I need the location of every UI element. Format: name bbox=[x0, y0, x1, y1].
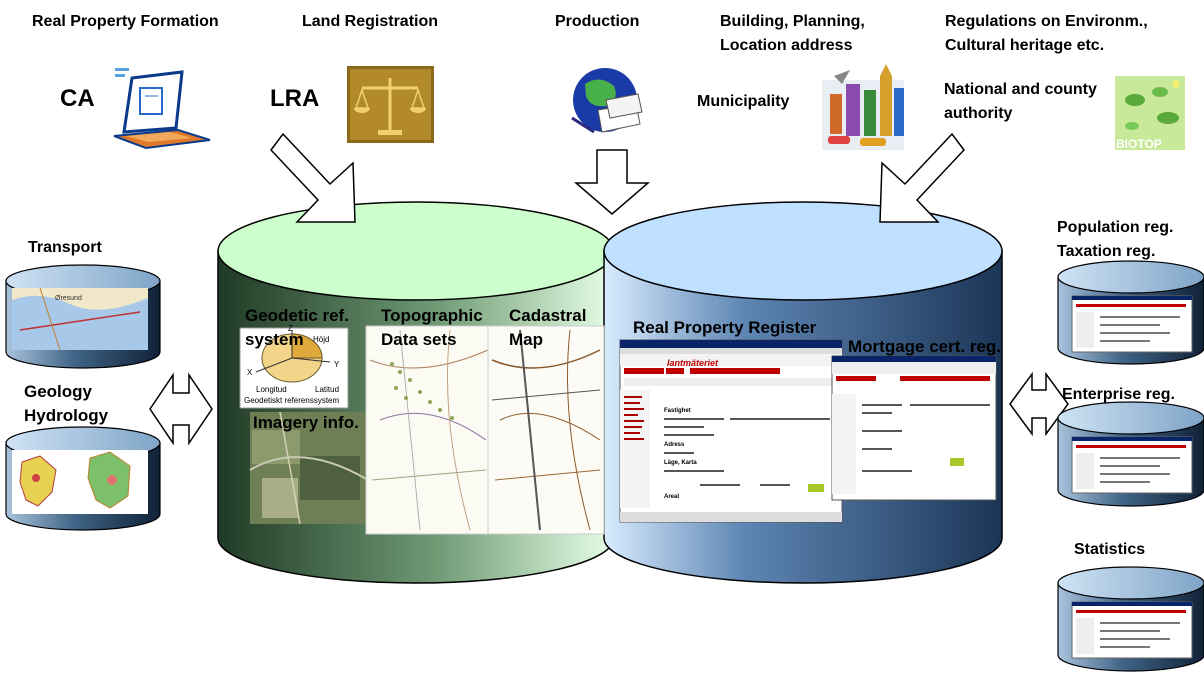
biotop-label: BIOTOP bbox=[1116, 137, 1162, 151]
geology-db bbox=[5, 426, 161, 531]
taxation-reg-label: Taxation reg. bbox=[1057, 243, 1156, 260]
geodetic-x-label: X bbox=[247, 368, 253, 377]
authority-label: authority bbox=[944, 105, 1013, 122]
real-property-register-screen bbox=[619, 339, 843, 523]
imagery-info-label: Imagery info. bbox=[253, 413, 359, 432]
regulations-label: Regulations on Environm., bbox=[945, 13, 1148, 30]
geology-label: Geology bbox=[24, 382, 93, 401]
geodetic-hojd-label: Höjd bbox=[313, 335, 329, 344]
topographic-map bbox=[365, 325, 491, 535]
statistics-label: Statistics bbox=[1074, 541, 1146, 558]
real-property-formation-label: Real Property Formation bbox=[32, 13, 219, 30]
arrow-from-lra bbox=[270, 132, 356, 223]
geodetic-longitud-label: Longitud bbox=[256, 385, 287, 394]
data-sets-label: Data sets bbox=[381, 330, 457, 349]
geodetic-panel bbox=[239, 327, 349, 409]
cultural-heritage-label: Cultural heritage etc. bbox=[945, 37, 1105, 54]
arrow-from-production bbox=[573, 149, 651, 215]
cadastral-label: Cadastral bbox=[509, 306, 587, 325]
cadastral-map bbox=[487, 325, 605, 535]
scales-icon bbox=[347, 66, 434, 143]
lantmateriet-logo-text: lantmäteriet bbox=[667, 358, 719, 368]
rpr-lage-karta-heading: Läge, Karta bbox=[664, 460, 697, 466]
biotop-icon bbox=[1115, 76, 1185, 150]
population-reg-label: Population reg. bbox=[1057, 219, 1174, 236]
arrow-from-national-authority bbox=[879, 132, 965, 223]
geodetic-caption: Geodetiskt referenssystem bbox=[244, 396, 339, 405]
land-registration-label: Land Registration bbox=[302, 13, 439, 30]
map-label: Map bbox=[509, 330, 543, 349]
mortgage-register-screen bbox=[831, 355, 997, 501]
lra-label: LRA bbox=[270, 85, 320, 112]
production-label: Production bbox=[555, 13, 640, 30]
enterprise-db bbox=[1057, 401, 1204, 507]
building-planning-label: Building, Planning, bbox=[720, 13, 865, 30]
enterprise-reg-label: Enterprise reg. bbox=[1062, 386, 1175, 403]
real-property-register-label: Real Property Register bbox=[633, 318, 817, 337]
geodetic-latitud-label: Latitud bbox=[315, 385, 339, 394]
geodetic-ref-label: Geodetic ref. bbox=[245, 306, 349, 325]
geodetic-z-label: Z bbox=[288, 324, 293, 333]
ca-label: CA bbox=[60, 85, 95, 112]
rpr-areal-heading: Areal bbox=[664, 494, 679, 500]
national-county-label: National and county bbox=[944, 81, 1097, 98]
population-db bbox=[1057, 260, 1204, 365]
geodetic-system-label: system bbox=[245, 330, 304, 349]
globe-icon bbox=[571, 68, 643, 134]
rpr-adress-heading: Adress bbox=[664, 442, 685, 448]
transport-db bbox=[5, 264, 161, 369]
imagery-photo bbox=[249, 411, 369, 525]
transport-map-label: Øresund bbox=[55, 295, 82, 302]
hydrology-label: Hydrology bbox=[24, 406, 109, 425]
mortgage-cert-reg-label: Mortgage cert. reg. bbox=[848, 337, 1002, 356]
topographic-label: Topographic bbox=[381, 306, 483, 325]
municipality-label: Municipality bbox=[697, 93, 790, 110]
transport-label: Transport bbox=[28, 239, 102, 256]
arrow-left-exchange bbox=[149, 372, 213, 446]
geodetic-y-label: Y bbox=[334, 360, 340, 369]
laptop-icon bbox=[113, 68, 211, 150]
arrow-right-exchange bbox=[1009, 371, 1069, 437]
rpr-fastighet-heading: Fastighet bbox=[664, 408, 691, 414]
city-icon bbox=[822, 64, 904, 150]
location-address-label: Location address bbox=[720, 37, 853, 54]
statistics-db bbox=[1057, 566, 1204, 672]
